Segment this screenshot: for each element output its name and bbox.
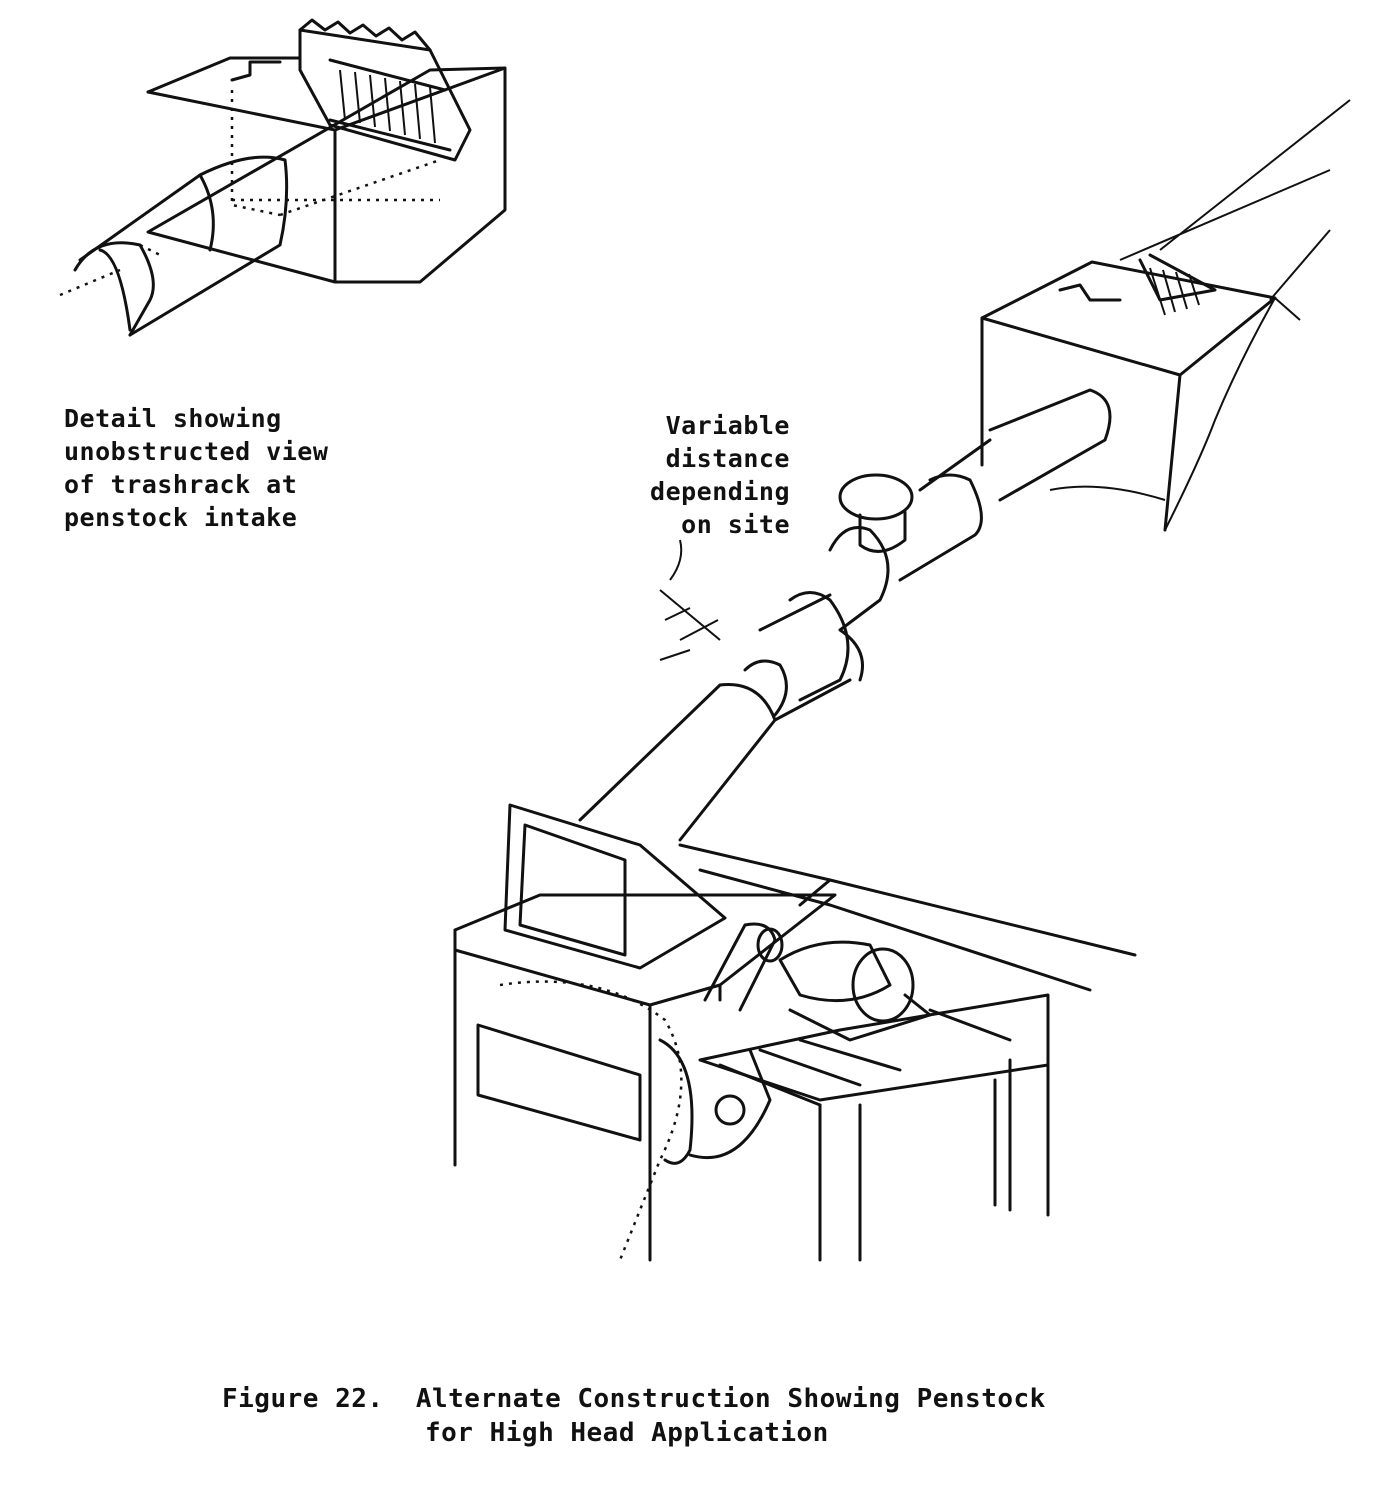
detail-caption: Detail showing unobstructed view of trashr… <box>64 402 328 534</box>
variable-label-line: Variable <box>665 411 790 440</box>
detail-caption-line: Detail showing <box>64 404 282 433</box>
variable-label-line: on site <box>681 510 790 539</box>
detail-caption-line: of trashrack at <box>64 470 298 499</box>
detail-caption-line: penstock intake <box>64 503 298 532</box>
intake-box <box>980 99 1351 532</box>
shaft-end <box>714 1094 746 1126</box>
penstock-pipe <box>578 388 1112 842</box>
detail-intake-box <box>146 56 507 284</box>
detail-trashrack <box>298 18 472 162</box>
detail-caption-line: unobstructed view <box>64 437 329 466</box>
generator-end <box>851 947 915 1023</box>
variable-label-line: depending <box>650 477 790 506</box>
generator-stand <box>698 922 1050 1262</box>
variable-distance-label: Variable distance depending on site <box>600 409 790 541</box>
figure-caption: Figure 22. Alternate Construction Showin… <box>222 1382 1046 1450</box>
valve-handwheel <box>838 473 914 521</box>
figure-caption-line1: Figure 22. Alternate Construction Showin… <box>222 1384 1046 1414</box>
detail-pipe <box>59 155 289 337</box>
figure-caption-line2: for High Head Application <box>425 1418 829 1448</box>
variable-label-line: distance <box>665 444 790 473</box>
tailrace-wall <box>678 843 1137 992</box>
turbine-housing <box>453 803 837 1262</box>
